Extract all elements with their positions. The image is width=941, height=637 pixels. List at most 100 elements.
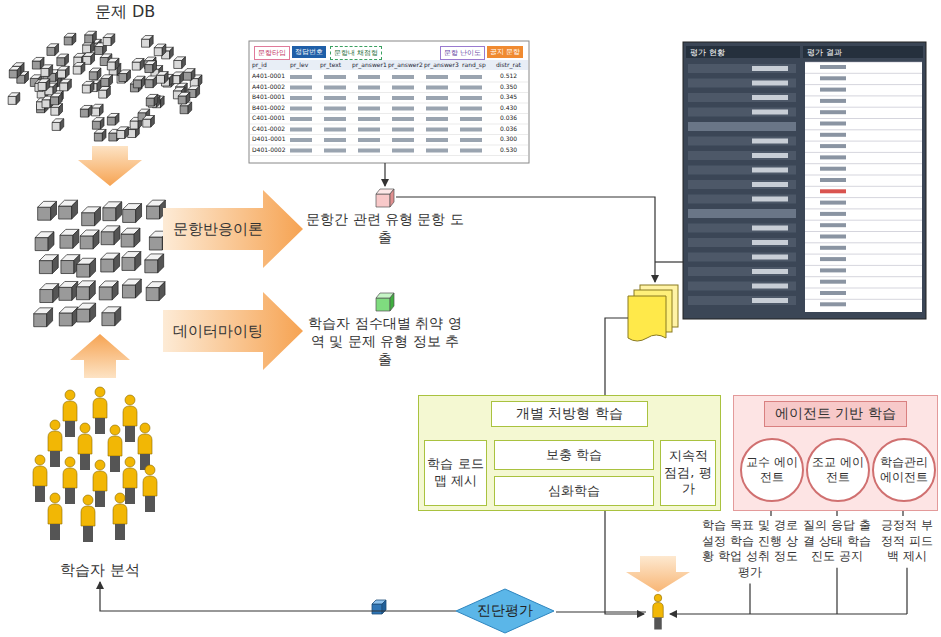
cube-icon bbox=[8, 93, 20, 105]
learner-figure bbox=[63, 457, 77, 504]
table-cell: A401-0002 bbox=[252, 83, 285, 90]
process-box: 지속적 점검, 평가 bbox=[660, 440, 716, 506]
learner-figure bbox=[63, 390, 77, 437]
cube-icon bbox=[77, 258, 96, 277]
cube-icon bbox=[47, 44, 59, 56]
leader-line bbox=[655, 261, 683, 262]
column-header: pr_answer3 bbox=[424, 61, 459, 68]
node-label: 교수 에이전트 bbox=[746, 455, 798, 485]
cube-icon bbox=[89, 68, 101, 80]
agent-circle: 조교 에이전트 bbox=[806, 438, 870, 502]
cube-icon bbox=[178, 92, 190, 104]
agent-circle: 학습관리 에이전트 bbox=[872, 438, 936, 502]
leader-line bbox=[384, 163, 385, 186]
column-tag: 문항내 채점형 bbox=[330, 46, 382, 60]
learner-figure bbox=[81, 495, 95, 542]
column-tag: 문항 난이도 bbox=[440, 46, 485, 60]
cube-icon bbox=[121, 228, 140, 247]
cube-icon bbox=[154, 44, 166, 56]
learner-figure bbox=[113, 493, 127, 540]
panel-title: 평가 결과 bbox=[807, 47, 842, 58]
table-cell: C401-0001 bbox=[252, 114, 285, 121]
column-header: distr_rat bbox=[496, 61, 521, 68]
method-arrow: 문항반응이론 bbox=[163, 190, 303, 268]
table-cell: 0.430 bbox=[500, 104, 517, 111]
node-label: 진단평가 bbox=[477, 602, 533, 620]
cube-icon bbox=[103, 202, 122, 221]
column-header: pr_answer2 bbox=[388, 61, 423, 68]
agent-panel: 에이전트 기반 학습교수 에이전트 조교 에이전트학습관리 에이전트 bbox=[733, 395, 938, 511]
cube-icon bbox=[51, 93, 63, 105]
cube-icon bbox=[117, 127, 129, 139]
leader-line bbox=[749, 583, 750, 614]
leader-line bbox=[836, 568, 837, 614]
process-box: 보충 학습 bbox=[494, 440, 654, 470]
column-tag: 문항타입 bbox=[254, 46, 290, 60]
screenshot-content bbox=[250, 46, 923, 312]
table-cell: 0.300 bbox=[500, 135, 517, 142]
table-cell: B401-0002 bbox=[252, 104, 285, 111]
table-cell: B401-0001 bbox=[252, 93, 285, 100]
panel-heading: 에이전트 기반 학습 bbox=[764, 401, 907, 427]
cube-icon bbox=[146, 94, 158, 106]
cube-icon bbox=[73, 62, 85, 74]
cube-icon bbox=[145, 76, 157, 88]
process-box: 학습 로드맵 제시 bbox=[424, 440, 487, 506]
leader-line bbox=[771, 511, 903, 516]
cube-icon bbox=[92, 118, 104, 130]
learner-figure bbox=[48, 493, 62, 540]
table-cell: D401-0001 bbox=[252, 135, 286, 142]
cube-icon bbox=[156, 72, 168, 84]
cube-icon bbox=[145, 254, 164, 273]
cube-icon bbox=[77, 303, 96, 322]
table-cell: 0.036 bbox=[500, 125, 517, 132]
cube-icon bbox=[142, 36, 154, 48]
cube-icon bbox=[122, 252, 141, 271]
cube-icon bbox=[35, 232, 54, 251]
agent-circle: 교수 에이전트 bbox=[740, 438, 804, 502]
cube-icon bbox=[119, 70, 131, 82]
cube-icon bbox=[38, 201, 57, 220]
cube-icon bbox=[52, 119, 64, 131]
learner-figure bbox=[138, 423, 152, 470]
cube-icon bbox=[107, 113, 119, 125]
cube-icon bbox=[60, 229, 79, 248]
node-label: 문제 DB bbox=[55, 2, 195, 23]
up-arrow bbox=[70, 334, 130, 378]
result-icon: 학습자 점수대별 취약 영역 및 문제 유형 정보 추출 bbox=[305, 290, 465, 396]
cube-icon bbox=[38, 79, 50, 91]
cube-icon bbox=[39, 255, 58, 274]
table-cell: A401-0001 bbox=[252, 72, 285, 79]
panel-title: 평가 현황 bbox=[690, 47, 725, 58]
cube-icon bbox=[59, 281, 78, 300]
eval-screenshot bbox=[683, 42, 926, 319]
leader-line bbox=[906, 568, 907, 614]
cube-icon bbox=[174, 57, 186, 69]
panel-heading: 개별 처방형 학습 bbox=[491, 401, 648, 427]
database-title: 문제 DB bbox=[55, 2, 195, 28]
down-arrow bbox=[78, 146, 142, 186]
cube-icon bbox=[82, 207, 101, 226]
cube-icon bbox=[123, 204, 142, 223]
learner-figure bbox=[108, 425, 122, 472]
learner-figure bbox=[33, 455, 47, 502]
description-text: 질의 응답 출결 상태 학습 진도 공지 bbox=[802, 518, 872, 565]
leader-line bbox=[556, 611, 646, 612]
cube-icon bbox=[183, 69, 195, 81]
cube-icon bbox=[34, 308, 53, 327]
cube-icon bbox=[132, 58, 144, 70]
table-cell: C401-0002 bbox=[252, 125, 285, 132]
node-label: 학습자 분석 bbox=[25, 561, 175, 580]
document-stack bbox=[628, 285, 678, 341]
cube-icon bbox=[101, 226, 120, 245]
node-label: 문항간 관련 유형 문항 도출 bbox=[305, 210, 465, 246]
cube-icon bbox=[143, 116, 155, 128]
table-cell: 0.345 bbox=[500, 93, 517, 100]
node-label: 문항반응이론 bbox=[173, 220, 263, 239]
learner-figure bbox=[93, 460, 107, 507]
cube-icon bbox=[172, 72, 184, 84]
cube-icon bbox=[146, 282, 165, 301]
cube-icon bbox=[130, 80, 142, 92]
cube-icon bbox=[76, 281, 95, 300]
